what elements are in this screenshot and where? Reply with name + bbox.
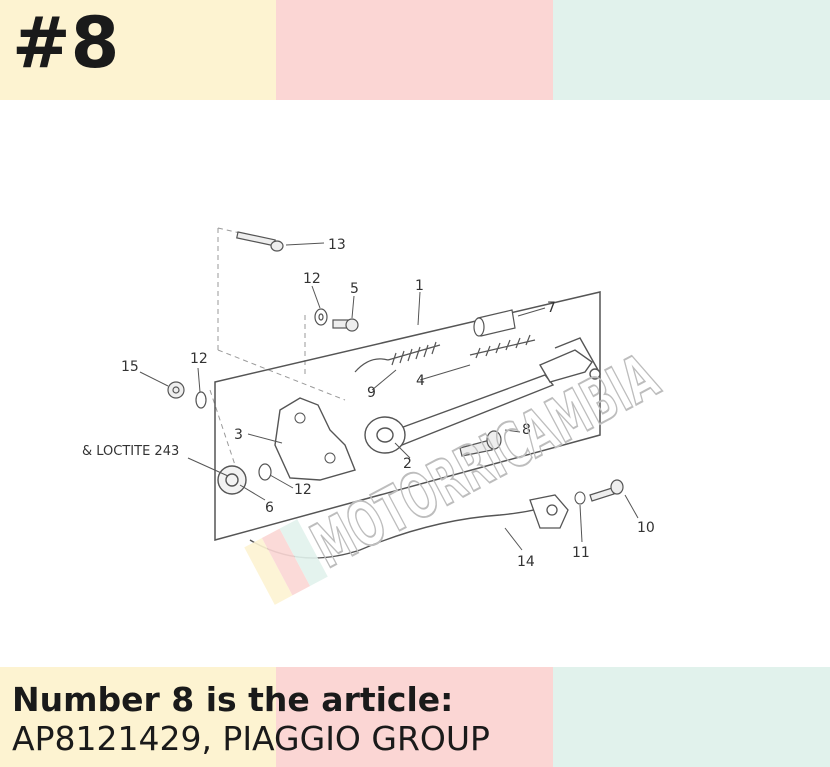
washer-12-lower	[258, 463, 272, 481]
washer-11	[574, 491, 586, 505]
loctite-note: & LOCTITE 243	[82, 444, 179, 459]
callout-12-top: 12	[303, 271, 321, 287]
leader-lines	[139, 242, 639, 551]
callout-13: 14	[517, 554, 535, 570]
bolt-10	[589, 479, 624, 502]
bolt-15	[236, 231, 284, 252]
item-number-badge: #8	[12, 2, 120, 84]
cap-6	[217, 465, 247, 495]
callout-9: 9	[367, 385, 376, 401]
callout-1: 1	[415, 278, 424, 294]
washer-12-top	[314, 308, 328, 326]
sleeve-7	[473, 309, 516, 337]
callout-7: 7	[547, 300, 556, 316]
bracket-3	[274, 397, 356, 481]
callout-5: 5	[350, 281, 359, 297]
callout-8: 8	[522, 422, 531, 438]
exploded-parts-diagram: 13 12 5 1 7 15 12 4 9 3 8 2 & LOCTITE 24…	[82, 227, 671, 605]
callout-6: 6	[265, 500, 274, 516]
spring-upper	[354, 341, 441, 373]
callout-labels: 13 12 5 1 7 15 12 4 9 3 8 2 & LOCTITE 24…	[82, 237, 655, 570]
callout-12-lower: 12	[294, 482, 312, 498]
bottom-color-band	[0, 667, 830, 767]
callout-10: 10	[637, 520, 655, 536]
caption-heading: Number 8 is the article:	[12, 680, 454, 719]
screw-5	[332, 318, 359, 332]
watermark-text: MOTORRICAMBIA	[300, 339, 670, 582]
callout-15: 13	[328, 237, 346, 253]
side-stand-2	[364, 337, 601, 454]
spring-lower	[469, 334, 536, 359]
top-color-band	[0, 0, 830, 100]
callout-4: 4	[416, 373, 425, 389]
caption-article: AP8121429, PIAGGIO GROUP	[12, 719, 490, 758]
stand-plate	[214, 291, 601, 541]
nut-14	[167, 381, 185, 399]
pin-8	[459, 430, 502, 457]
callout-3: 3	[234, 427, 243, 443]
callout-11: 11	[572, 545, 590, 561]
callout-14: 15	[121, 359, 139, 375]
guide-lines	[209, 227, 346, 481]
switch-connector	[529, 494, 569, 529]
callout-12-left: 12	[190, 351, 208, 367]
callout-2: 2	[403, 456, 412, 472]
washer-12-left	[195, 391, 207, 409]
